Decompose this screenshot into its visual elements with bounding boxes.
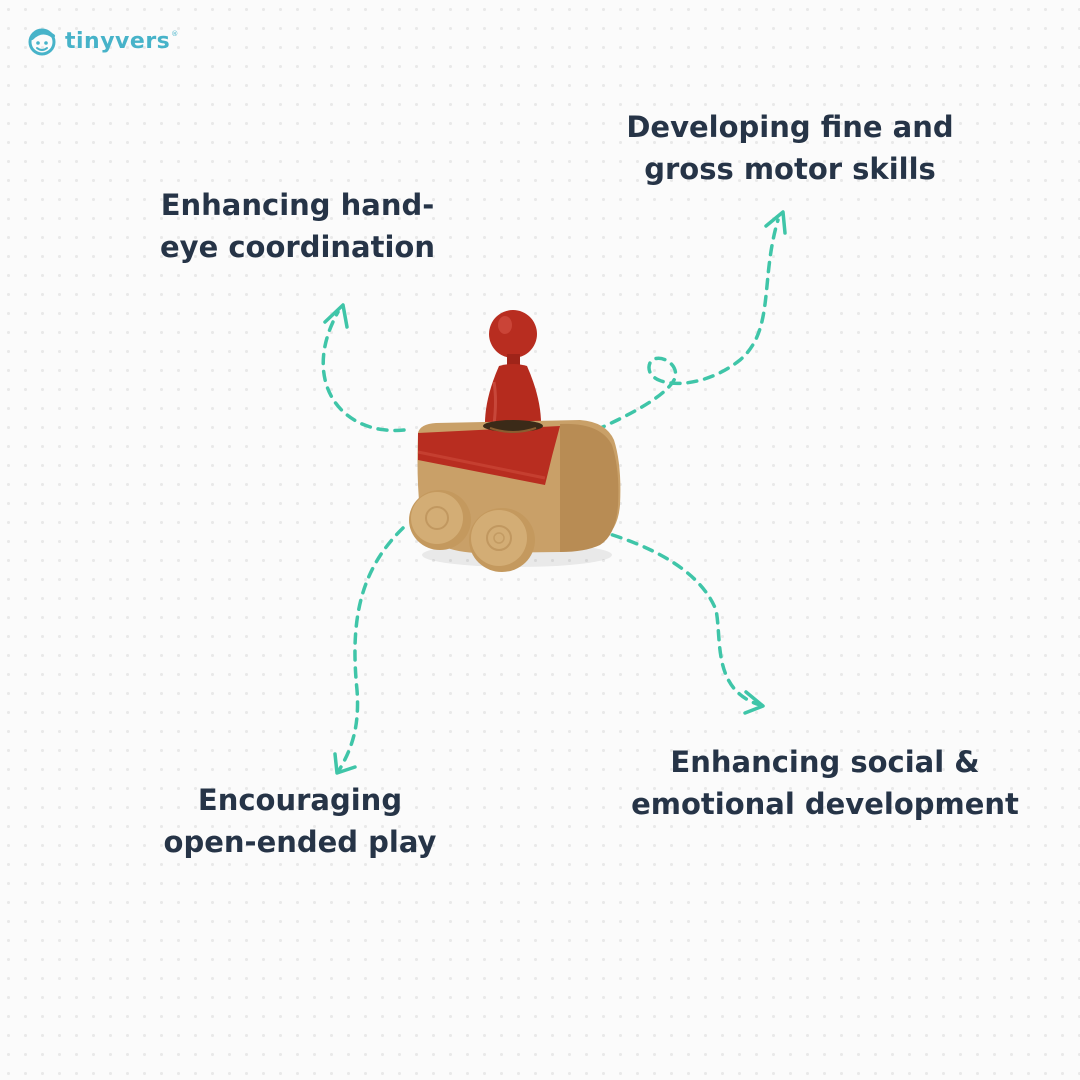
arrowhead-motor-skills bbox=[764, 210, 787, 235]
benefit-line: eye coordination bbox=[160, 230, 435, 264]
child-face-logo-icon bbox=[28, 28, 56, 56]
logo-wordmark: tinyvers bbox=[65, 28, 171, 54]
arrow-hand-eye bbox=[321, 310, 406, 433]
benefit-line: Enhancing hand- bbox=[160, 188, 435, 222]
arrowhead-open-ended bbox=[333, 752, 357, 775]
arrowhead-hand-eye bbox=[323, 303, 349, 329]
benefit-line: gross motor skills bbox=[644, 152, 936, 186]
arrow-open-ended bbox=[336, 526, 405, 774]
benefit-social-emotional: Enhancing social & emotional development bbox=[600, 741, 1050, 825]
benefit-line: emotional development bbox=[631, 787, 1019, 821]
arrow-social bbox=[594, 528, 762, 707]
tinyvers-logo[interactable]: tinyvers ® bbox=[27, 26, 178, 56]
benefit-motor-skills: Developing fine and gross motor skills bbox=[600, 106, 980, 190]
benefit-line: Developing fine and bbox=[626, 110, 954, 144]
arrowhead-social bbox=[743, 690, 765, 715]
registered-mark: ® bbox=[171, 30, 179, 38]
benefit-line: Enhancing social & bbox=[670, 745, 980, 779]
benefit-open-ended-play: Encouraging open-ended play bbox=[120, 779, 480, 863]
arrow-motor-skills bbox=[594, 218, 780, 432]
benefit-hand-eye-coordination: Enhancing hand- eye coordination bbox=[120, 184, 475, 268]
benefit-line: Encouraging bbox=[197, 783, 403, 817]
benefit-line: open-ended play bbox=[163, 825, 437, 859]
wooden-push-car-toy-icon bbox=[409, 310, 621, 572]
